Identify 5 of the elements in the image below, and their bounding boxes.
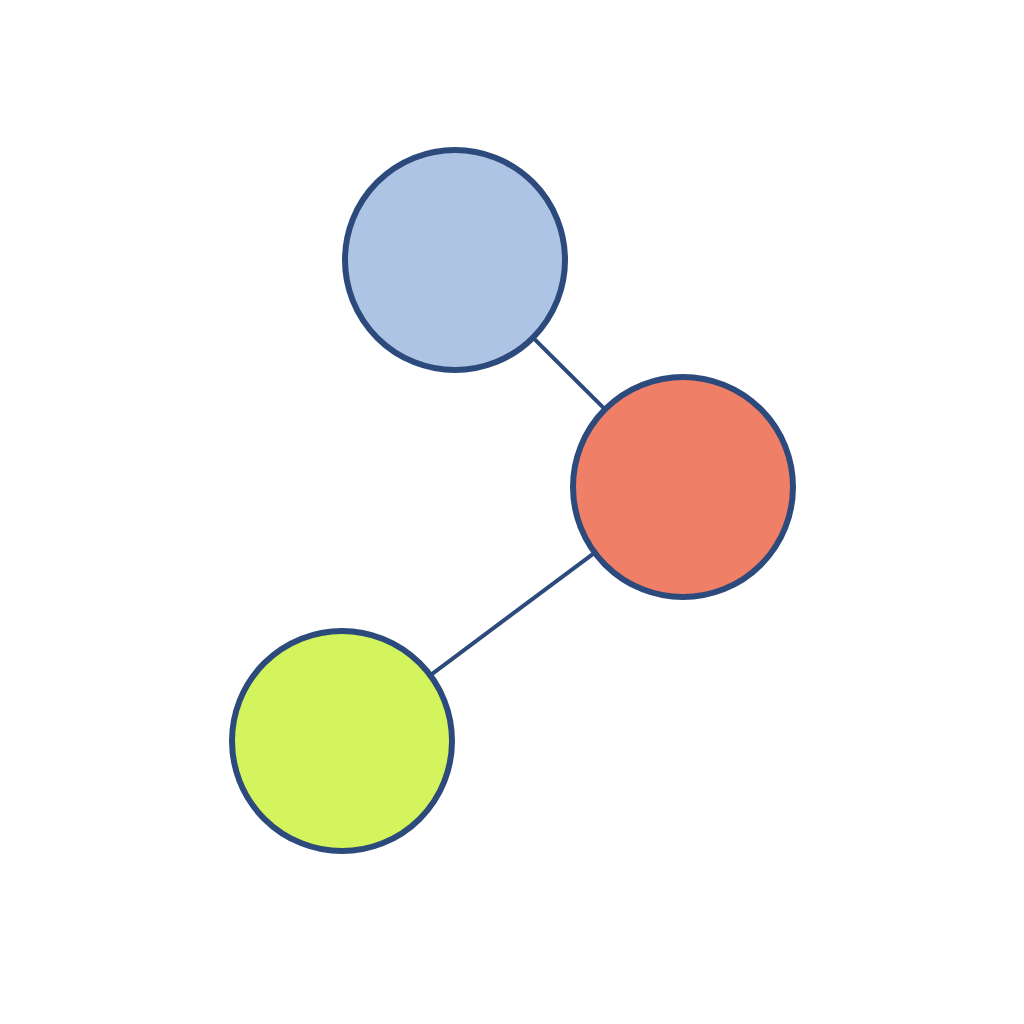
circle-node [570, 374, 796, 600]
connector-line [429, 551, 596, 677]
circle-node [229, 628, 455, 854]
connector-line [531, 336, 607, 411]
circle-node [342, 147, 568, 373]
